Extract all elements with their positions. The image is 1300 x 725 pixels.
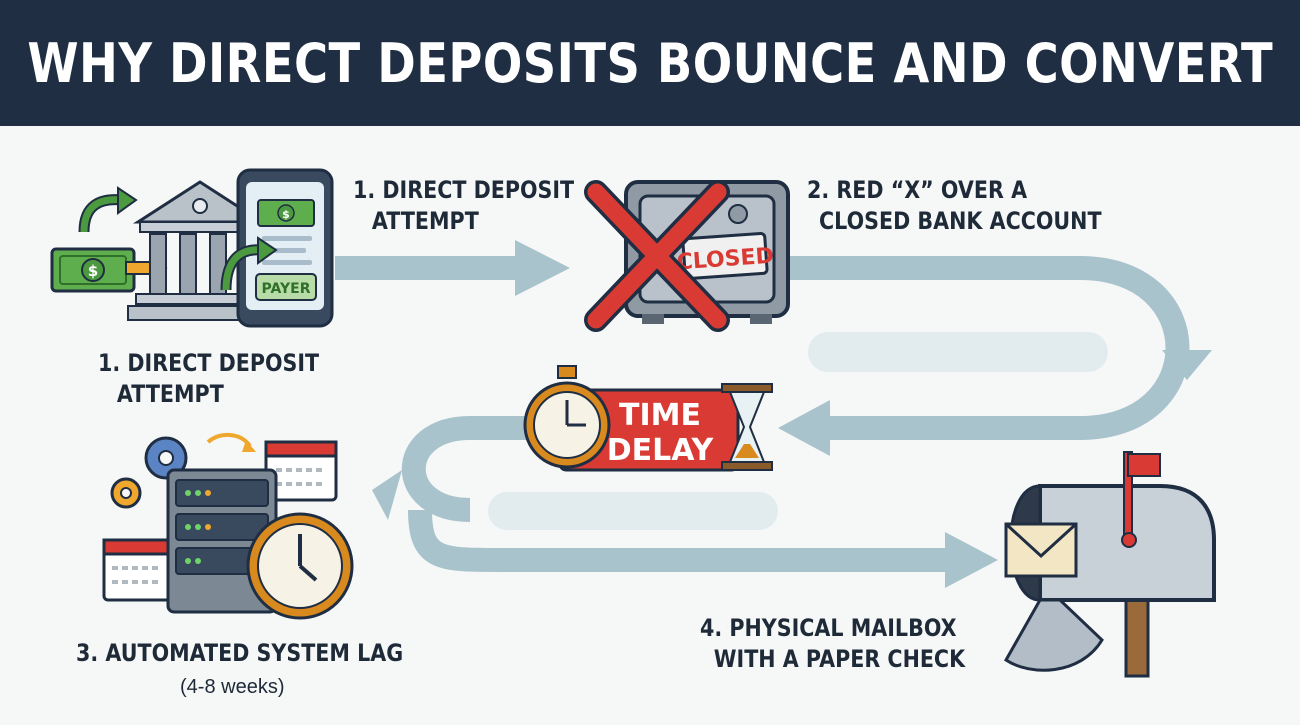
arrow-closed-loop <box>790 256 1190 440</box>
blank-pill-lower <box>488 492 778 530</box>
system-lag-illustration <box>102 433 354 620</box>
step4-label: 4. PHYSICAL MAILBOX WITH A PAPER CHECK <box>700 614 966 673</box>
arrow-system-to-mailbox-head <box>945 532 998 588</box>
closed-sign: CLOSED <box>676 231 775 281</box>
hourglass-icon <box>721 383 773 471</box>
flow-arrows <box>335 240 1212 588</box>
calendar-icon-left <box>102 538 172 602</box>
step3-label: 3. AUTOMATED SYSTEM LAG <box>76 639 404 667</box>
mailbox-flag-icon <box>1121 451 1161 548</box>
clock-icon <box>246 512 354 620</box>
step2-label: 2. RED “X” OVER A CLOSED BANK ACCOUNT <box>807 176 1102 235</box>
svg-text:$: $ <box>282 208 290 221</box>
mailbox-icon <box>1004 484 1216 672</box>
arrow-delay-to-system <box>401 416 530 522</box>
phone-icon: $ PAYER <box>236 168 334 328</box>
arrow-closed-loop-head-down <box>1162 350 1212 380</box>
red-x-icon <box>584 180 730 332</box>
page-title: WHY DIRECT DEPOSITS BOUNCE AND CONVERT <box>27 31 1273 95</box>
bank-icon <box>127 180 273 321</box>
title-banner: WHY DIRECT DEPOSITS BOUNCE AND CONVERT <box>0 0 1300 126</box>
refresh-arrow-icon <box>206 433 252 448</box>
mailbox-illustration <box>1004 451 1216 678</box>
small-gear-icon <box>110 477 142 509</box>
envelope-icon <box>1004 522 1078 578</box>
money-bill-icon: $ <box>50 247 136 293</box>
blank-pill-upper <box>808 332 1108 372</box>
arrow-closed-loop-head-left <box>778 400 830 456</box>
time-delay-text-1: TIME <box>619 398 701 433</box>
calendar-icon-right <box>264 440 338 502</box>
time-delay-text-2: DELAY <box>607 433 715 468</box>
step3-sublabel: (4-8 weeks) <box>180 676 285 698</box>
arrow-deposit-to-closed-head <box>515 240 570 296</box>
arrow-system-to-mailbox <box>408 509 950 572</box>
closed-account-illustration: CLOSED <box>584 180 790 332</box>
payer-label: PAYER <box>262 281 311 297</box>
svg-text:$: $ <box>88 262 98 280</box>
gear-icon <box>144 436 188 480</box>
deposit-illustration: $ $ PAYER <box>50 168 334 328</box>
step1-top-label: 1. DIRECT DEPOSIT ATTEMPT <box>353 176 575 235</box>
stopwatch-icon <box>523 365 611 469</box>
time-delay-badge: TIME DELAY <box>523 365 773 472</box>
step1-left-label: 1. DIRECT DEPOSIT ATTEMPT <box>98 349 320 408</box>
arrow-delay-to-system-head <box>372 470 402 520</box>
